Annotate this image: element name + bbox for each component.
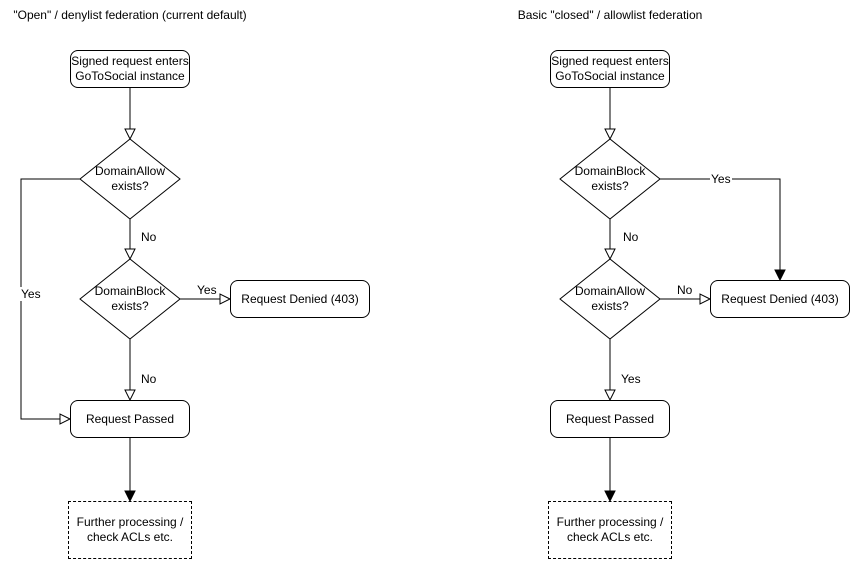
right-arrowhead-into-denied-top-icon	[774, 269, 786, 282]
left-arrowhead-into-passed-top-icon	[124, 389, 136, 402]
left-label-block-yes: Yes	[196, 283, 218, 297]
right-arrowhead-into-denied-side-icon	[699, 293, 712, 305]
right-label-block-no: No	[622, 230, 640, 244]
right-edge-block-yes-to-denied	[660, 178, 781, 270]
right-denied-node: Request Denied (403)	[710, 280, 850, 318]
left-label-allow-yes: Yes	[20, 287, 42, 301]
left-denied-node: Request Denied (403)	[230, 280, 370, 318]
right-passed-node: Request Passed	[550, 400, 670, 438]
right-arrowhead-into-block-icon	[604, 128, 616, 141]
right-decision-allow-label: DomainAllow exists?	[574, 284, 646, 313]
right-decision-block-label: DomainBlock exists?	[574, 164, 646, 193]
left-decision-block-label: DomainBlock exists?	[94, 284, 166, 313]
right-flow-title: Basic "closed" / allowlist federation	[517, 8, 703, 22]
left-start-node: Signed request enters GoToSocial instanc…	[70, 50, 190, 88]
right-decision-allow-shape	[559, 258, 661, 340]
right-arrowhead-into-passed-icon	[604, 389, 616, 402]
right-start-node: Signed request enters GoToSocial instanc…	[550, 50, 670, 88]
left-further-node: Further processing / check ACLs etc.	[68, 501, 192, 559]
right-further-node: Further processing / check ACLs etc.	[548, 501, 672, 559]
left-decision-allow-shape	[79, 138, 181, 220]
right-label-allow-no: No	[676, 283, 694, 297]
left-arrowhead-into-denied-icon	[219, 293, 232, 305]
right-label-allow-yes: Yes	[620, 372, 642, 386]
left-flow-title: "Open" / denylist federation (current de…	[13, 8, 247, 22]
left-decision-block-shape	[79, 258, 181, 340]
left-decision-allow-label: DomainAllow exists?	[94, 164, 166, 193]
left-arrowhead-into-allow-icon	[124, 128, 136, 141]
left-arrowhead-into-further-icon	[124, 490, 136, 503]
right-arrowhead-into-further-icon	[604, 490, 616, 503]
right-label-block-yes: Yes	[710, 172, 732, 186]
left-label-allow-no: No	[140, 230, 158, 244]
left-arrowhead-into-passed-side-icon	[59, 413, 72, 425]
right-arrowhead-into-allow-icon	[604, 248, 616, 261]
left-label-block-no: No	[140, 372, 158, 386]
right-decision-block-shape	[559, 138, 661, 220]
left-passed-node: Request Passed	[70, 400, 190, 438]
left-arrowhead-into-block-icon	[124, 248, 136, 261]
